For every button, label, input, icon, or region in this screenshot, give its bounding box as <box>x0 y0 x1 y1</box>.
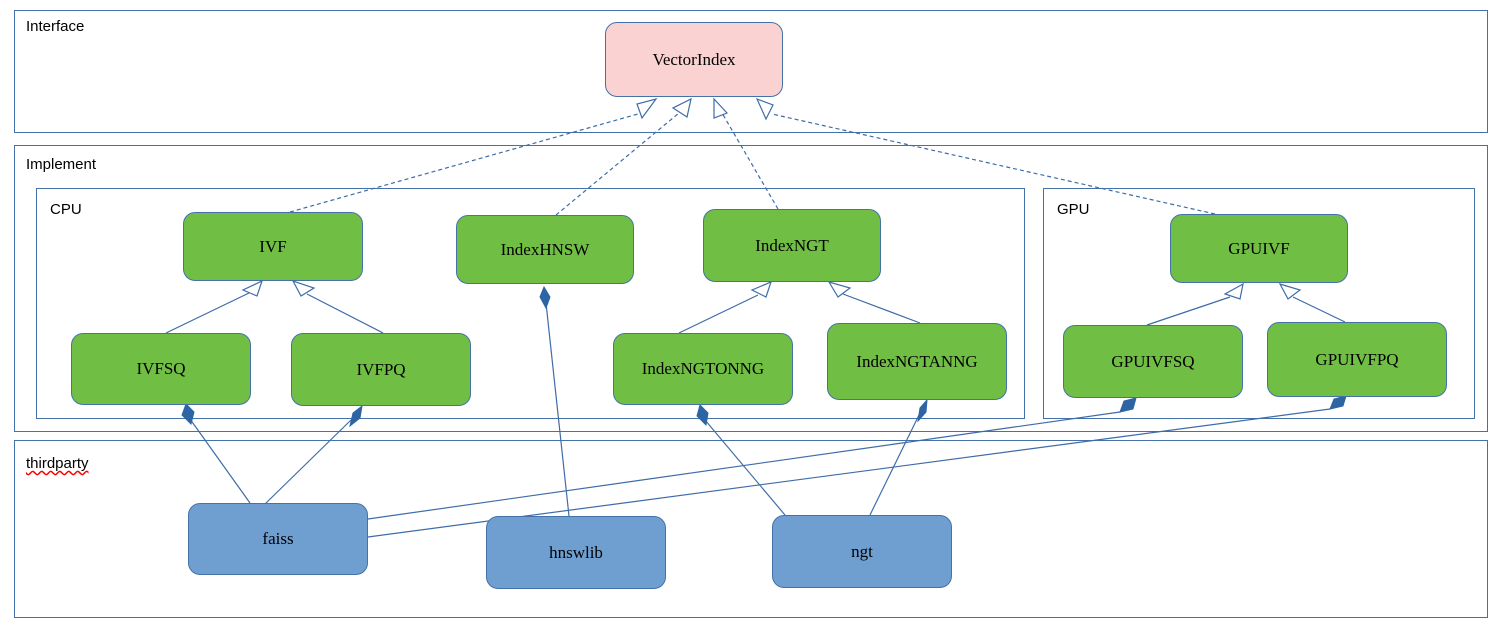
node-gpuivfpq[interactable]: GPUIVFPQ <box>1267 322 1447 397</box>
node-gpuivf[interactable]: GPUIVF <box>1170 214 1348 283</box>
node-label-indexngtonng: IndexNGTONNG <box>641 359 765 378</box>
node-label-indexhnsw: IndexHNSW <box>500 239 590 259</box>
node-indexngtanng[interactable]: IndexNGTANNG <box>827 323 1007 400</box>
node-ivf[interactable]: IVF <box>183 212 363 281</box>
node-label-gpuivfsq: GPUIVFSQ <box>1111 351 1195 371</box>
node-label-indexngtanng: IndexNGTANNG <box>856 351 978 371</box>
node-label-gpuivf: GPUIVF <box>1228 238 1290 258</box>
node-indexhnsw[interactable]: IndexHNSW <box>456 215 634 284</box>
group-label-thirdparty: thirdparty <box>26 455 89 472</box>
node-vectorindex[interactable]: VectorIndex <box>605 22 783 97</box>
node-label-faiss: faiss <box>262 529 294 548</box>
node-hnswlib[interactable]: hnswlib <box>486 516 666 589</box>
group-label-interface: Interface <box>26 18 85 35</box>
group-label-gpu: GPU <box>1057 201 1090 218</box>
node-label-ivfpq: IVFPQ <box>356 359 406 379</box>
node-faiss[interactable]: faiss <box>188 503 368 575</box>
group-label-cpu: CPU <box>50 201 82 218</box>
node-indexngt[interactable]: IndexNGT <box>703 209 881 282</box>
node-ngt[interactable]: ngt <box>772 515 952 588</box>
node-label-vectorindex: VectorIndex <box>652 49 736 69</box>
node-ivfsq[interactable]: IVFSQ <box>71 333 251 405</box>
node-label-ngt: ngt <box>851 541 873 561</box>
node-label-ivf: IVF <box>259 236 287 256</box>
node-label-gpuivfpq: GPUIVFPQ <box>1315 349 1399 369</box>
node-label-indexngt: IndexNGT <box>755 235 829 255</box>
node-ivfpq[interactable]: IVFPQ <box>291 333 471 406</box>
node-gpuivfsq[interactable]: GPUIVFSQ <box>1063 325 1243 398</box>
node-label-ivfsq: IVFSQ <box>136 359 186 378</box>
group-label-implement: Implement <box>26 156 97 173</box>
node-indexngtonng[interactable]: IndexNGTONNG <box>613 333 793 405</box>
node-label-hnswlib: hnswlib <box>549 542 603 562</box>
